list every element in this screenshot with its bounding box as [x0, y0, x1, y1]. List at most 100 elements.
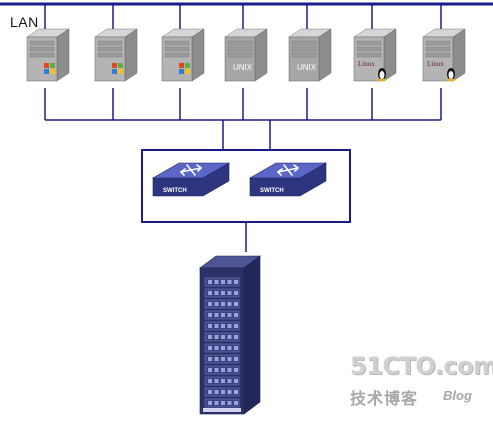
windows-logo-green — [50, 63, 55, 68]
server-side-face — [56, 28, 70, 82]
rack-drive-led — [214, 357, 219, 361]
rack-drive-led — [208, 346, 212, 350]
arrow-head — [196, 164, 203, 172]
windows-logo-red — [112, 63, 117, 68]
server-side-face — [124, 28, 138, 82]
rack-drive-led — [208, 390, 212, 394]
penguin-foot — [450, 78, 456, 82]
rack-drive-led — [234, 324, 238, 328]
rack-drive-led — [234, 401, 238, 405]
rack-drive-led — [221, 302, 225, 306]
server-bay — [356, 40, 382, 46]
server-bay — [97, 40, 123, 46]
server-bay — [291, 40, 317, 46]
server-bay — [164, 40, 190, 46]
server-side-face — [254, 28, 268, 82]
windows-logo-red — [44, 63, 49, 68]
rack-drive-led — [208, 302, 212, 306]
rack-drive-led — [214, 390, 219, 394]
windows-logo-yellow — [50, 69, 55, 74]
rack-drive-led — [234, 335, 238, 339]
rack-drive-led — [227, 324, 232, 328]
penguin-belly — [379, 71, 385, 79]
storage-rack — [199, 255, 261, 415]
server-bay — [29, 46, 55, 52]
switch-label: SWITCH — [163, 188, 187, 194]
rack-drive-led — [208, 291, 212, 295]
rack-drive-led — [221, 401, 225, 405]
rack-drive-led — [221, 379, 225, 383]
rack-drive-led — [208, 368, 212, 372]
switch-arrows-icon — [179, 164, 203, 176]
windows-logo-icon — [112, 63, 123, 74]
arrow-line — [283, 164, 293, 176]
rack-drive-led — [234, 302, 238, 306]
server-bay — [29, 52, 55, 58]
linux-label: Linux — [358, 60, 375, 68]
rack-drive-led — [221, 390, 225, 394]
rack-drive-led — [208, 324, 212, 328]
rack-drive-led — [221, 357, 225, 361]
penguin-foot — [381, 78, 387, 82]
windows-logo-green — [185, 63, 190, 68]
server-bay — [97, 46, 123, 52]
windows-logo-blue — [112, 69, 117, 74]
rack-drive-led — [227, 357, 232, 361]
windows-logo-red — [179, 63, 184, 68]
switch-2: SWITCH — [248, 162, 328, 197]
server-bay — [425, 46, 451, 52]
server-bay — [164, 52, 190, 58]
server-bay — [164, 46, 190, 52]
rack-drive-led — [208, 280, 212, 284]
rack-drive-led — [208, 335, 212, 339]
switch-1: SWITCH — [151, 162, 231, 197]
rack-base — [203, 408, 241, 412]
server-bay — [227, 40, 253, 46]
rack-drive-led — [208, 357, 212, 361]
penguin-foot — [446, 78, 452, 82]
rack-drive-led — [227, 335, 232, 339]
rack-drive-led — [214, 346, 219, 350]
rack-drive-led — [221, 335, 225, 339]
server-bay — [29, 40, 55, 46]
rack-drive-led — [234, 291, 238, 295]
rack-drive-led — [227, 313, 232, 317]
rack-drive-led — [214, 324, 219, 328]
penguin-foot — [377, 78, 383, 82]
rack-drive-led — [221, 324, 225, 328]
rack-drive-led — [234, 379, 238, 383]
rack-drive-led — [214, 379, 219, 383]
linux-penguin-icon — [446, 68, 456, 82]
windows-logo-yellow — [185, 69, 190, 74]
rack-drive-led — [221, 346, 225, 350]
lan-label: LAN — [10, 14, 39, 30]
rack-drive-led — [214, 291, 219, 295]
rack-drive-led — [227, 368, 232, 372]
rack-drive-led — [227, 390, 232, 394]
server-side-face — [318, 28, 332, 82]
switch-arrows-icon — [276, 164, 300, 176]
rack-drive-led — [234, 368, 238, 372]
rack-drive-led — [221, 280, 225, 284]
arrow-head — [276, 168, 283, 176]
watermark-brand: 51CTO.com — [350, 352, 493, 380]
windows-logo-icon — [179, 63, 190, 74]
rack-drive-led — [214, 302, 219, 306]
windows-logo-blue — [44, 69, 49, 74]
server-3 — [161, 28, 205, 82]
watermark-subtitle: 技术博客 — [350, 389, 419, 408]
server-bay — [291, 46, 317, 52]
rack-drive-led — [234, 390, 238, 394]
windows-logo-icon — [44, 63, 55, 74]
server-bay — [425, 40, 451, 46]
server-5: UNIX — [288, 28, 332, 82]
server-6: Linux — [353, 28, 397, 82]
server-bay — [291, 52, 317, 58]
rack-drive-led — [234, 280, 238, 284]
connection-lines — [0, 2, 493, 252]
server-1 — [26, 28, 70, 82]
rack-drive-led — [227, 302, 232, 306]
linux-label: Linux — [427, 60, 444, 68]
rack-drive-led — [227, 379, 232, 383]
